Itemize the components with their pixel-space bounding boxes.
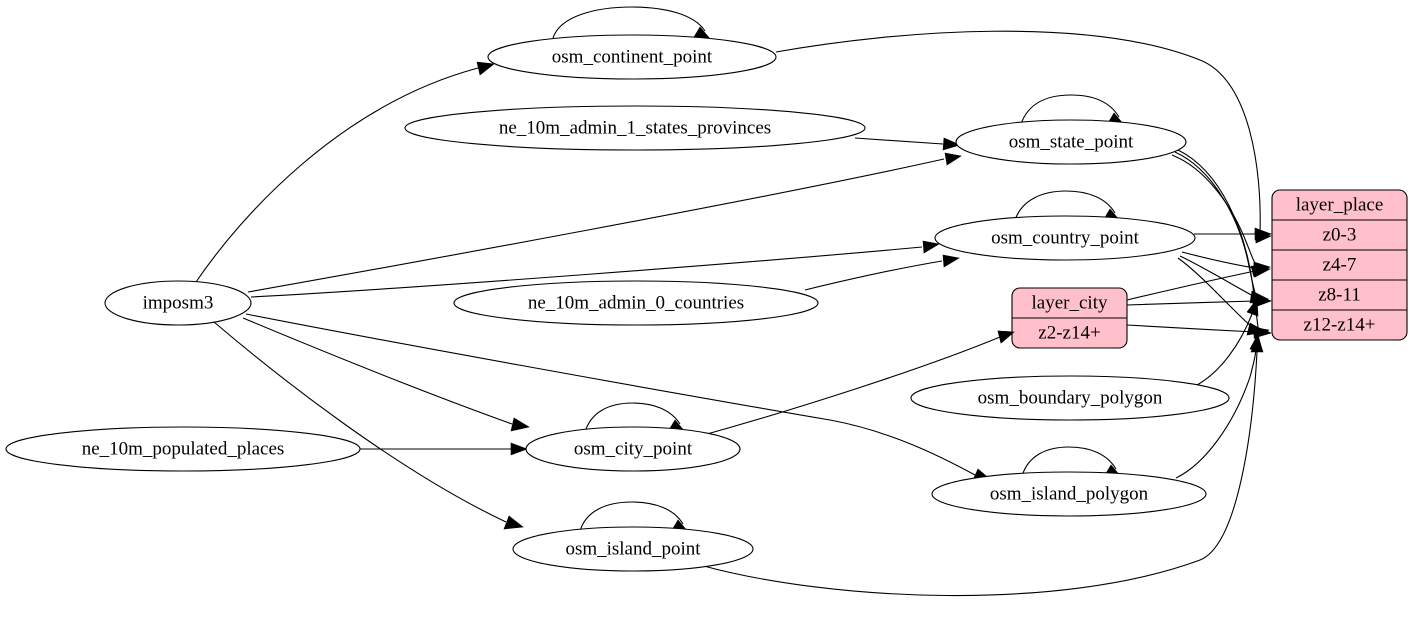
node-osm-city-point[interactable]: osm_city_point: [525, 426, 741, 472]
node-osm-island-point[interactable]: osm_island_point: [512, 526, 754, 572]
edge-osm-city-point-to-layer-city: [699, 336, 1001, 437]
edge-imposm3-to-osm-continent-point: [195, 67, 479, 283]
edge-ne-countries-to-osm-country-point: [804, 260, 943, 291]
edge-osm-state-point-to-layer-place-z8-11: [1174, 151, 1257, 297]
edge-self-osm-city-point: [584, 402, 681, 433]
node-label-osm-state-point: osm_state_point: [1009, 131, 1134, 152]
edge-imposm3-to-osm-city-point: [242, 317, 513, 425]
node-ne-10m-admin-0-countries[interactable]: ne_10m_admin_0_countries: [453, 280, 819, 326]
arrowhead-icon: [942, 254, 960, 268]
edge-ne-states-to-osm-state-point: [854, 137, 944, 145]
edge-osm-state-point-to-layer-place-z4-7: [1171, 154, 1257, 266]
edge-self-osm-island-point: [579, 501, 684, 532]
edge-imposm3-to-osm-island-polygon: [245, 313, 976, 476]
edge-osm-country-point-to-layer-place-z4-7: [1181, 251, 1256, 269]
node-layer-place[interactable]: layer_place z0-3 z4-7 z8-11 z12-z14+: [1271, 189, 1408, 341]
arrowhead-icon: [510, 417, 530, 432]
node-label-ne-10m-admin-1-states-provinces: ne_10m_admin_1_states_provinces: [499, 117, 771, 138]
node-label-ne-10m-admin-0-countries: ne_10m_admin_0_countries: [528, 292, 744, 313]
arrowhead-icon: [944, 152, 962, 166]
node-label-osm-boundary-polygon: osm_boundary_polygon: [978, 387, 1163, 408]
node-label-osm-country-point: osm_country_point: [991, 227, 1139, 248]
edge-imposm3-to-osm-state-point: [247, 158, 945, 293]
arrowhead-icon: [1250, 335, 1264, 353]
edge-osm-island-point-to-layer-place-z12-z14: [699, 351, 1258, 597]
layer-place-row-z0-3: z0-3: [1323, 224, 1357, 245]
node-label-osm-island-point: osm_island_point: [565, 538, 701, 559]
edge-osm-country-point-to-layer-place-z12-z14: [1177, 257, 1255, 330]
node-osm-country-point[interactable]: osm_country_point: [934, 215, 1196, 261]
arrowhead-icon: [1253, 264, 1271, 278]
edge-imposm3-to-osm-island-point: [213, 321, 507, 523]
edge-layer-city-to-layer-place-z12-z14: [1126, 324, 1256, 333]
node-label-imposm3: imposm3: [143, 292, 214, 313]
arrowhead-icon: [1254, 227, 1272, 241]
node-imposm3[interactable]: imposm3: [104, 280, 252, 326]
layer-place-header: layer_place: [1296, 194, 1384, 215]
layer-city-header: layer_city: [1032, 292, 1108, 313]
arrowhead-icon: [997, 330, 1015, 344]
node-osm-state-point[interactable]: osm_state_point: [955, 119, 1187, 165]
arrowhead-icon: [476, 61, 495, 76]
node-osm-island-polygon[interactable]: osm_island_polygon: [931, 471, 1207, 517]
node-label-osm-island-polygon: osm_island_polygon: [990, 483, 1149, 504]
edge-layer-city-to-layer-place-z8-11: [1126, 300, 1256, 306]
arrowhead-icon: [922, 240, 940, 254]
edge-self-osm-country-point: [1014, 190, 1116, 221]
node-label-ne-10m-populated-places: ne_10m_populated_places: [82, 438, 285, 459]
node-layer-city[interactable]: layer_city z2-z14+: [1011, 287, 1128, 349]
arrowhead-icon: [510, 442, 528, 456]
node-label-osm-continent-point: osm_continent_point: [552, 46, 713, 67]
edge-self-osm-continent-point: [552, 6, 706, 39]
edge-osm-island-polygon-to-layer-place-z12-z14: [1175, 349, 1257, 479]
arrowhead-icon: [1254, 294, 1272, 308]
edge-self-osm-state-point: [1020, 94, 1120, 125]
layer-place-row-z12-z14: z12-z14+: [1304, 314, 1376, 335]
layer-city-row-z2-z14: z2-z14+: [1038, 322, 1100, 343]
node-ne-10m-admin-1-states-provinces[interactable]: ne_10m_admin_1_states_provinces: [404, 105, 866, 151]
edge-layer-city-to-layer-place-z4-7: [1126, 270, 1256, 301]
node-label-osm-city-point: osm_city_point: [574, 438, 693, 459]
layer-place-row-z8-11: z8-11: [1318, 284, 1361, 305]
arrowhead-icon: [1246, 298, 1259, 317]
layer-place-row-z4-7: z4-7: [1323, 254, 1357, 275]
front-arrowheads: [997, 330, 1015, 344]
edge-osm-continent-point-to-layer-place-z0-3: [775, 30, 1261, 234]
edge-osm-boundary-polygon-to-layer-place-z8-11: [1196, 313, 1253, 386]
edge-osm-country-point-to-layer-place-z8-11: [1179, 255, 1256, 298]
node-osm-boundary-polygon[interactable]: osm_boundary_polygon: [910, 375, 1230, 421]
edge-imposm3-to-osm-country-point: [250, 246, 923, 298]
arrowhead-icon: [503, 515, 524, 530]
nodes-layer: imposm3 osm_continent_point ne_10m_admin…: [5, 34, 1408, 572]
arrowhead-icon: [942, 137, 961, 151]
node-ne-10m-populated-places[interactable]: ne_10m_populated_places: [5, 426, 361, 472]
node-osm-continent-point[interactable]: osm_continent_point: [487, 34, 777, 80]
edge-self-osm-island-polygon: [1021, 446, 1117, 477]
